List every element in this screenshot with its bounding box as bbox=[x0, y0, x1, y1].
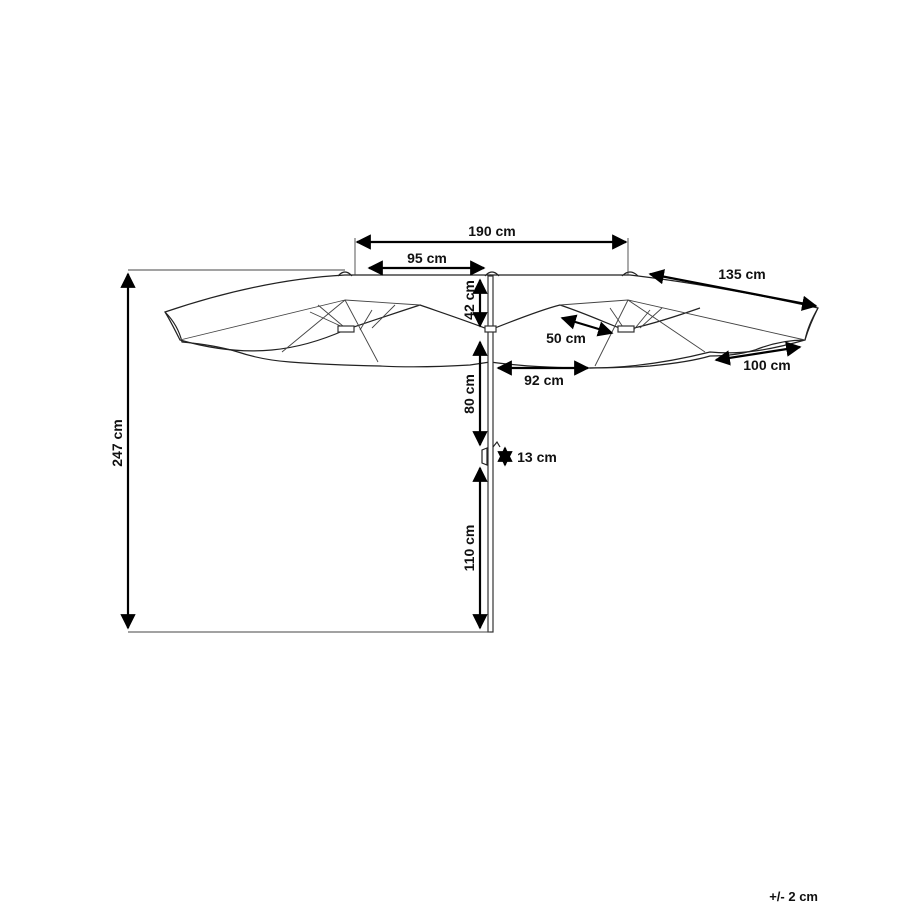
pole bbox=[487, 275, 494, 633]
label-upper-pole: 80 cm bbox=[461, 374, 477, 414]
label-canopy-height: 42 cm bbox=[461, 280, 477, 320]
arrow-135 bbox=[648, 269, 818, 311]
left-rib-6 bbox=[309, 311, 346, 329]
pole-joint bbox=[484, 325, 497, 333]
right-rib-3 bbox=[627, 299, 806, 341]
label-arm-length: 92 cm bbox=[524, 372, 564, 388]
crank-handle bbox=[481, 447, 488, 466]
label-lower-pole: 110 cm bbox=[461, 525, 477, 572]
left-rib-3 bbox=[179, 299, 346, 341]
label-crank: 13 cm bbox=[517, 449, 557, 465]
left-rib-2 bbox=[344, 299, 379, 363]
label-rib-reach: 50 cm bbox=[546, 330, 586, 346]
left-rib-1 bbox=[281, 299, 346, 353]
label-panel-edge: 100 cm bbox=[743, 357, 790, 373]
right-rib-1 bbox=[627, 299, 706, 353]
arrow-100 bbox=[714, 341, 802, 366]
right-rib-4 bbox=[559, 299, 629, 306]
left-hub bbox=[337, 325, 355, 333]
left-rib-4 bbox=[344, 299, 421, 306]
left-rib-7 bbox=[359, 309, 373, 331]
right-finial bbox=[621, 271, 639, 277]
center-finial bbox=[484, 271, 500, 277]
label-total-height: 247 cm bbox=[109, 419, 125, 466]
right-canopy bbox=[489, 274, 819, 369]
tolerance-note: +/- 2 cm bbox=[769, 889, 818, 904]
right-rib-7 bbox=[639, 307, 663, 329]
left-finial bbox=[337, 271, 353, 277]
label-panel-length: 135 cm bbox=[718, 266, 765, 282]
dimension-labels: 190 cm 95 cm 135 cm 42 cm 50 cm 100 cm 9… bbox=[109, 223, 791, 571]
crank-arm bbox=[492, 440, 501, 448]
left-canopy-hem bbox=[164, 311, 491, 368]
arrow-50 bbox=[560, 314, 614, 337]
left-rib-8 bbox=[371, 304, 396, 329]
right-hub bbox=[617, 325, 635, 333]
label-overall-width: 190 cm bbox=[468, 223, 515, 239]
right-rib-6 bbox=[631, 309, 651, 333]
dimension-arrows bbox=[120, 234, 818, 630]
label-half-width: 95 cm bbox=[407, 250, 447, 266]
